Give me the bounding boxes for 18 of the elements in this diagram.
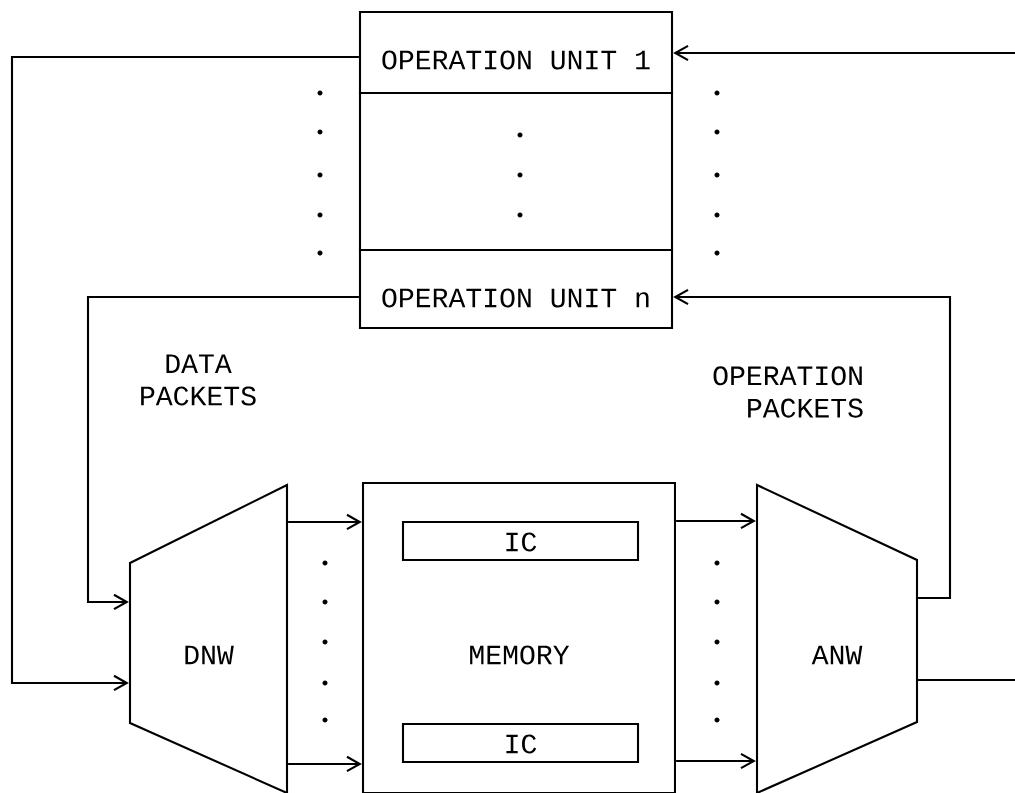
arrow	[288, 755, 362, 773]
operation-unit-box: OPERATION UNIT 1	[358, 10, 674, 95]
arrow	[676, 752, 756, 770]
network-label: DATA PACKETS	[141, 354, 256, 406]
arrow	[10, 55, 359, 692]
network-label: OPERATION PACKETS	[713, 366, 863, 418]
connector-line	[918, 678, 1015, 682]
arrow	[86, 295, 359, 611]
empty-unit-box	[358, 91, 674, 252]
arrow	[673, 288, 952, 600]
arrow	[288, 513, 362, 531]
ic-box: IC	[401, 722, 640, 764]
arrow	[676, 512, 756, 530]
ic-box: IC	[401, 520, 640, 562]
network-trapezoid: ANW	[755, 483, 919, 793]
arrow	[673, 44, 1015, 62]
network-trapezoid: DNW	[128, 483, 289, 793]
operation-unit-box: OPERATION UNIT n	[358, 248, 674, 330]
